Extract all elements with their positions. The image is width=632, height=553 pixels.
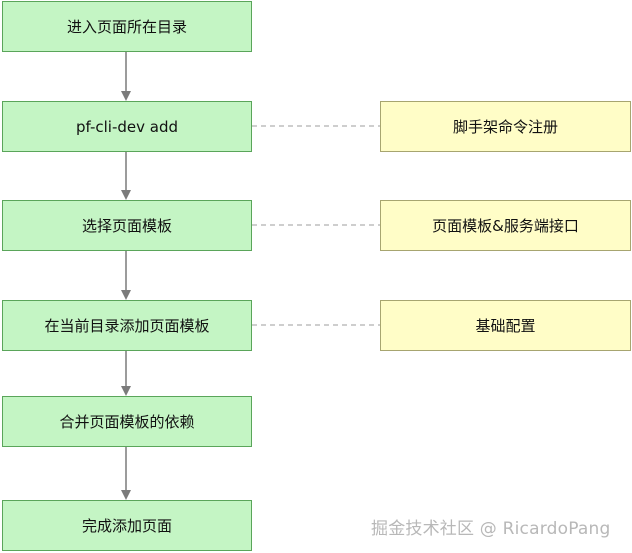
note-label: 页面模板&服务端接口 [432, 217, 579, 235]
flow-step-label: 在当前目录添加页面模板 [44, 317, 210, 335]
flow-step-pf-cli-dev-add: pf-cli-dev add [2, 101, 252, 152]
flow-step-merge-dependencies: 合并页面模板的依赖 [2, 396, 252, 447]
flow-step-label: pf-cli-dev add [75, 117, 179, 136]
flow-step-label: 完成添加页面 [81, 517, 172, 535]
flow-step-complete-add-page: 完成添加页面 [2, 500, 252, 551]
flow-step-label: 进入页面所在目录 [66, 18, 187, 36]
flow-step-select-page-template: 选择页面模板 [2, 200, 252, 251]
note-label: 基础配置 [475, 317, 536, 335]
note-page-template-server-api: 页面模板&服务端接口 [380, 200, 631, 251]
flow-step-add-page-template: 在当前目录添加页面模板 [2, 300, 252, 351]
flow-step-label: 选择页面模板 [81, 217, 172, 235]
note-label: 脚手架命令注册 [452, 118, 558, 136]
note-basic-configuration: 基础配置 [380, 300, 631, 351]
note-scaffold-command-registration: 脚手架命令注册 [380, 101, 631, 152]
flow-step-enter-page-directory: 进入页面所在目录 [2, 1, 252, 52]
flow-step-label: 合并页面模板的依赖 [59, 413, 195, 431]
watermark: 掘金技术社区 @ RicardoPang [371, 519, 611, 539]
